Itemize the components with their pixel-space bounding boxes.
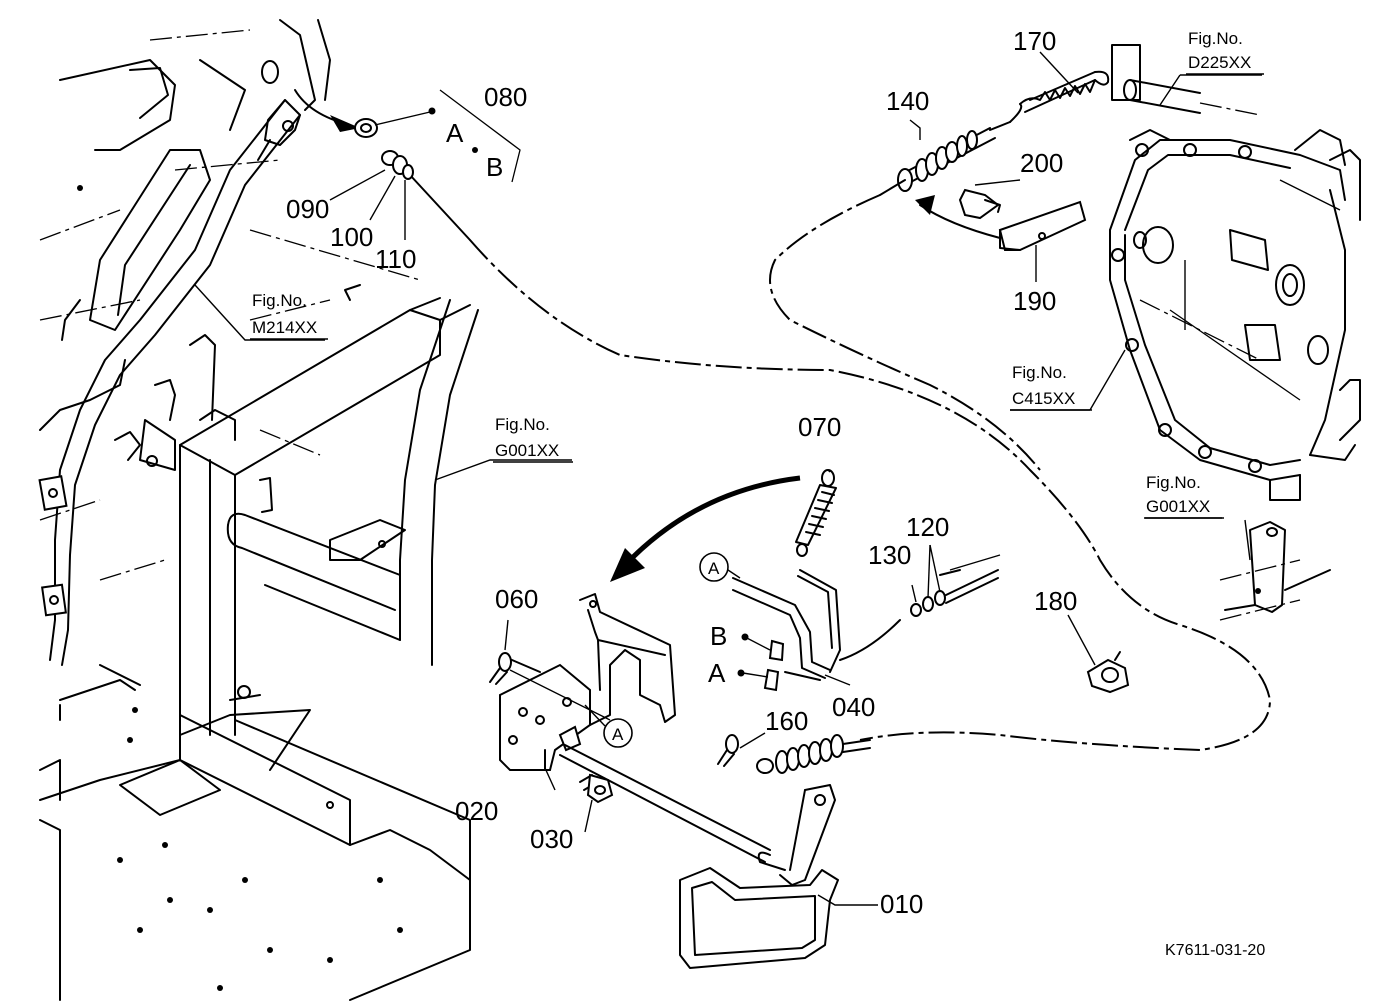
tractor-frame (38, 19, 479, 1001)
part-110: 110 (375, 244, 416, 274)
part-130: 130 (868, 540, 911, 570)
marker-b-pin: B (710, 621, 727, 651)
ref-g001-right-code: G001XX (1146, 497, 1210, 516)
pin-060 (489, 652, 541, 685)
part-070: 070 (798, 412, 841, 442)
ref-m214-code: M214XX (252, 318, 317, 337)
ribs-140 (897, 130, 978, 192)
ref-g001-right: Fig.No. G001XX (1146, 473, 1210, 516)
ref-d225: Fig.No. D225XX (1188, 29, 1251, 72)
part-030: 030 (530, 824, 573, 854)
part-200: 200 (1020, 148, 1063, 178)
marker-a-circle-rod-text: A (708, 559, 720, 578)
part-160: 160 (765, 706, 808, 736)
part-020: 020 (455, 796, 498, 826)
part-060: 060 (495, 584, 538, 614)
ref-g001-left-label: Fig.No. (495, 415, 550, 434)
cable-end-lower (756, 734, 871, 774)
part-140: 140 (886, 86, 929, 116)
part-080: 080 (484, 82, 527, 112)
shaft-d225 (1111, 44, 1261, 116)
clamp-180 (1086, 651, 1130, 694)
ref-c415: Fig.No. C415XX (1012, 363, 1075, 408)
ref-m214: Fig.No. M214XX (252, 291, 317, 337)
drawing-code: K7611-031-20 (1165, 942, 1265, 959)
rod-040 (732, 569, 841, 692)
ref-c415-code: C415XX (1012, 389, 1075, 408)
pedal-010 (559, 744, 839, 969)
ref-d225-code: D225XX (1188, 53, 1251, 72)
ref-underlines (250, 73, 1264, 519)
cable-end-140 (879, 70, 1110, 239)
marker-a-circle-rod: A (699, 552, 729, 582)
part-190: 190 (1013, 286, 1056, 316)
pin-160 (717, 734, 739, 767)
spring-170 (1019, 70, 1110, 113)
bracket-right (1219, 521, 1331, 621)
marker-a-circle-plate-text: A (612, 725, 624, 744)
ref-g001-right-label: Fig.No. (1146, 473, 1201, 492)
ref-m214-label: Fig.No. (252, 291, 307, 310)
marker-b-top: B (486, 152, 503, 182)
bolt-030 (579, 773, 614, 804)
transmission-housing (1109, 129, 1361, 501)
letter-markers: A B A A B A (446, 118, 749, 748)
ref-d225-label: Fig.No. (1188, 29, 1243, 48)
part-170: 170 (1013, 26, 1056, 56)
marker-a-pin: A (708, 658, 726, 688)
part-120: 120 (906, 512, 949, 542)
cable-end-080 (257, 89, 521, 183)
part-labels: 170 140 200 190 080 090 100 110 070 120 … (286, 26, 1077, 919)
plate-020 (499, 593, 676, 771)
spring-070 (795, 469, 837, 557)
washers (910, 569, 999, 617)
bracket-190 (958, 188, 1087, 251)
part-010: 010 (880, 889, 923, 919)
marker-a-top: A (446, 118, 464, 148)
marker-a-circle-plate: A (603, 718, 633, 748)
ref-g001-left-code: G001XX (495, 441, 559, 460)
ref-c415-label: Fig.No. (1012, 363, 1067, 382)
ref-g001-left: Fig.No. G001XX (495, 415, 559, 460)
arrow-070 (610, 475, 801, 582)
figure-references: Fig.No. D225XX Fig.No. M214XX Fig.No. G0… (252, 29, 1251, 516)
part-100: 100 (330, 222, 373, 252)
part-180: 180 (1034, 586, 1077, 616)
part-040: 040 (832, 692, 875, 722)
throttle-cable (409, 174, 1272, 752)
part-090: 090 (286, 194, 329, 224)
